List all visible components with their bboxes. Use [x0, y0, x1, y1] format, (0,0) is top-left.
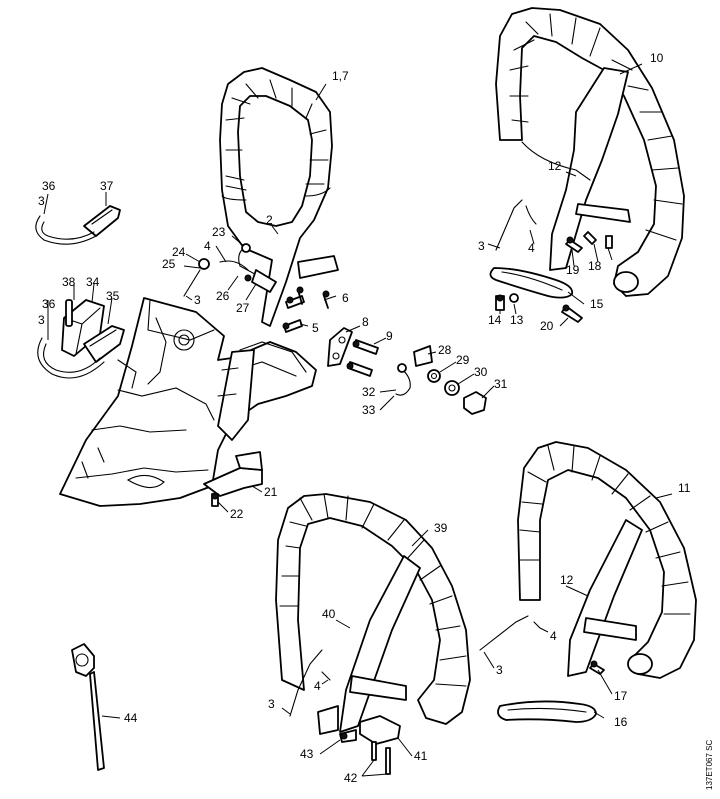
label-37: 37: [100, 179, 114, 193]
label-30: 30: [474, 365, 488, 379]
label-39: 39: [434, 521, 448, 535]
label-36: 36: [42, 179, 56, 193]
label-32: 32: [362, 385, 376, 399]
label-4: 4: [528, 241, 535, 255]
label-20: 20: [540, 319, 554, 333]
label-2: 2: [266, 213, 273, 227]
drawing-code: 137ET067 SC: [705, 740, 714, 790]
handlebar-11: [517, 441, 697, 679]
handlebar-39: [275, 493, 471, 735]
label-3: 3: [38, 313, 45, 327]
label-3: 3: [496, 663, 503, 677]
label-3: 3: [478, 239, 485, 253]
label-36: 36: [42, 297, 56, 311]
part-15-bumper: [489, 267, 574, 299]
label-3: 3: [268, 697, 275, 711]
small-parts: [35, 199, 613, 775]
label-15: 15: [590, 297, 604, 311]
label-13: 13: [510, 313, 524, 327]
label-42: 42: [344, 771, 358, 785]
callout-labels: 1,7 2 3 3 3 3 3 3 4 4 4 4 5 6 8 9 10 11 …: [38, 51, 691, 785]
leader-lines: [43, 63, 673, 777]
label-10: 10: [650, 51, 664, 65]
label-11: 11: [678, 481, 691, 495]
label-41: 41: [414, 749, 428, 763]
part-16-bumper: [497, 700, 597, 723]
label-3: 3: [194, 293, 201, 307]
label-26: 26: [216, 289, 230, 303]
label-43: 43: [300, 747, 314, 761]
handlebar-1-7: [219, 67, 339, 327]
label-35: 35: [106, 289, 120, 303]
label-33: 33: [362, 403, 376, 417]
label-21: 21: [264, 485, 278, 499]
label-16: 16: [614, 715, 628, 729]
label-34: 34: [86, 275, 100, 289]
label-4: 4: [550, 629, 557, 643]
label-6: 6: [342, 291, 349, 305]
label-19: 19: [566, 263, 580, 277]
label-14: 14: [488, 313, 502, 327]
engine-housing: [59, 297, 317, 507]
part-21-bracket: [203, 451, 263, 497]
label-8: 8: [362, 315, 369, 329]
label-29: 29: [456, 353, 470, 367]
label-17: 17: [614, 689, 628, 703]
label-31: 31: [494, 377, 508, 391]
label-1-7: 1,7: [332, 69, 349, 83]
label-28: 28: [438, 343, 452, 357]
label-12: 12: [548, 159, 562, 173]
label-18: 18: [588, 259, 602, 273]
label-24: 24: [172, 245, 186, 259]
label-27: 27: [236, 301, 250, 315]
label-38: 38: [62, 275, 76, 289]
label-4: 4: [204, 239, 211, 253]
label-9: 9: [386, 329, 393, 343]
handlebar-10: [495, 7, 685, 297]
label-23: 23: [212, 225, 226, 239]
label-40: 40: [322, 607, 336, 621]
label-12: 12: [560, 573, 574, 587]
label-25: 25: [162, 257, 176, 271]
label-44: 44: [124, 711, 138, 725]
label-4: 4: [314, 679, 321, 693]
label-22: 22: [230, 507, 244, 521]
label-5: 5: [312, 321, 319, 335]
label-3: 3: [38, 194, 45, 208]
